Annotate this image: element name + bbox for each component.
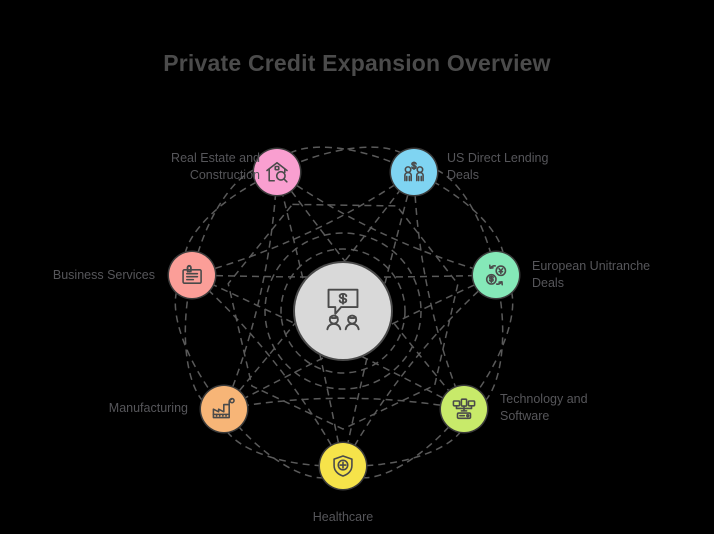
hub-node[interactable] [295,263,391,359]
document-clipboard-icon [179,262,205,288]
computer-network-icon [451,396,477,422]
node-label-us-direct-lending-deals: US Direct Lending Deals [447,151,549,182]
node-label-technology-and-software: Technology and Software [500,392,588,423]
node-us-direct-lending-deals[interactable] [391,149,437,195]
node-label-healthcare: Healthcare [312,510,374,524]
node-real-estate-and-construction[interactable] [254,149,300,195]
house-search-icon [264,159,290,185]
node-label-real-estate-and-construction: Real Estate and Construction [171,151,260,182]
node-healthcare[interactable] [320,443,366,489]
node-european-unitranche-deals[interactable] [473,252,519,298]
page-title: Private Credit Expansion Overview [163,50,551,76]
currency-exchange-icon [483,262,509,288]
shield-medical-icon [330,453,356,479]
node-business-services[interactable] [169,252,215,298]
money-conversation-icon [316,282,370,341]
factory-icon [211,396,237,422]
node-manufacturing[interactable] [201,386,247,432]
node-label-european-unitranche-deals: European Unitranche Deals [532,259,651,290]
node-technology-and-software[interactable] [441,386,487,432]
people-dollar-icon [401,159,427,185]
node-label-business-services: Business Services [52,268,155,282]
node-label-manufacturing: Manufacturing [108,401,188,415]
